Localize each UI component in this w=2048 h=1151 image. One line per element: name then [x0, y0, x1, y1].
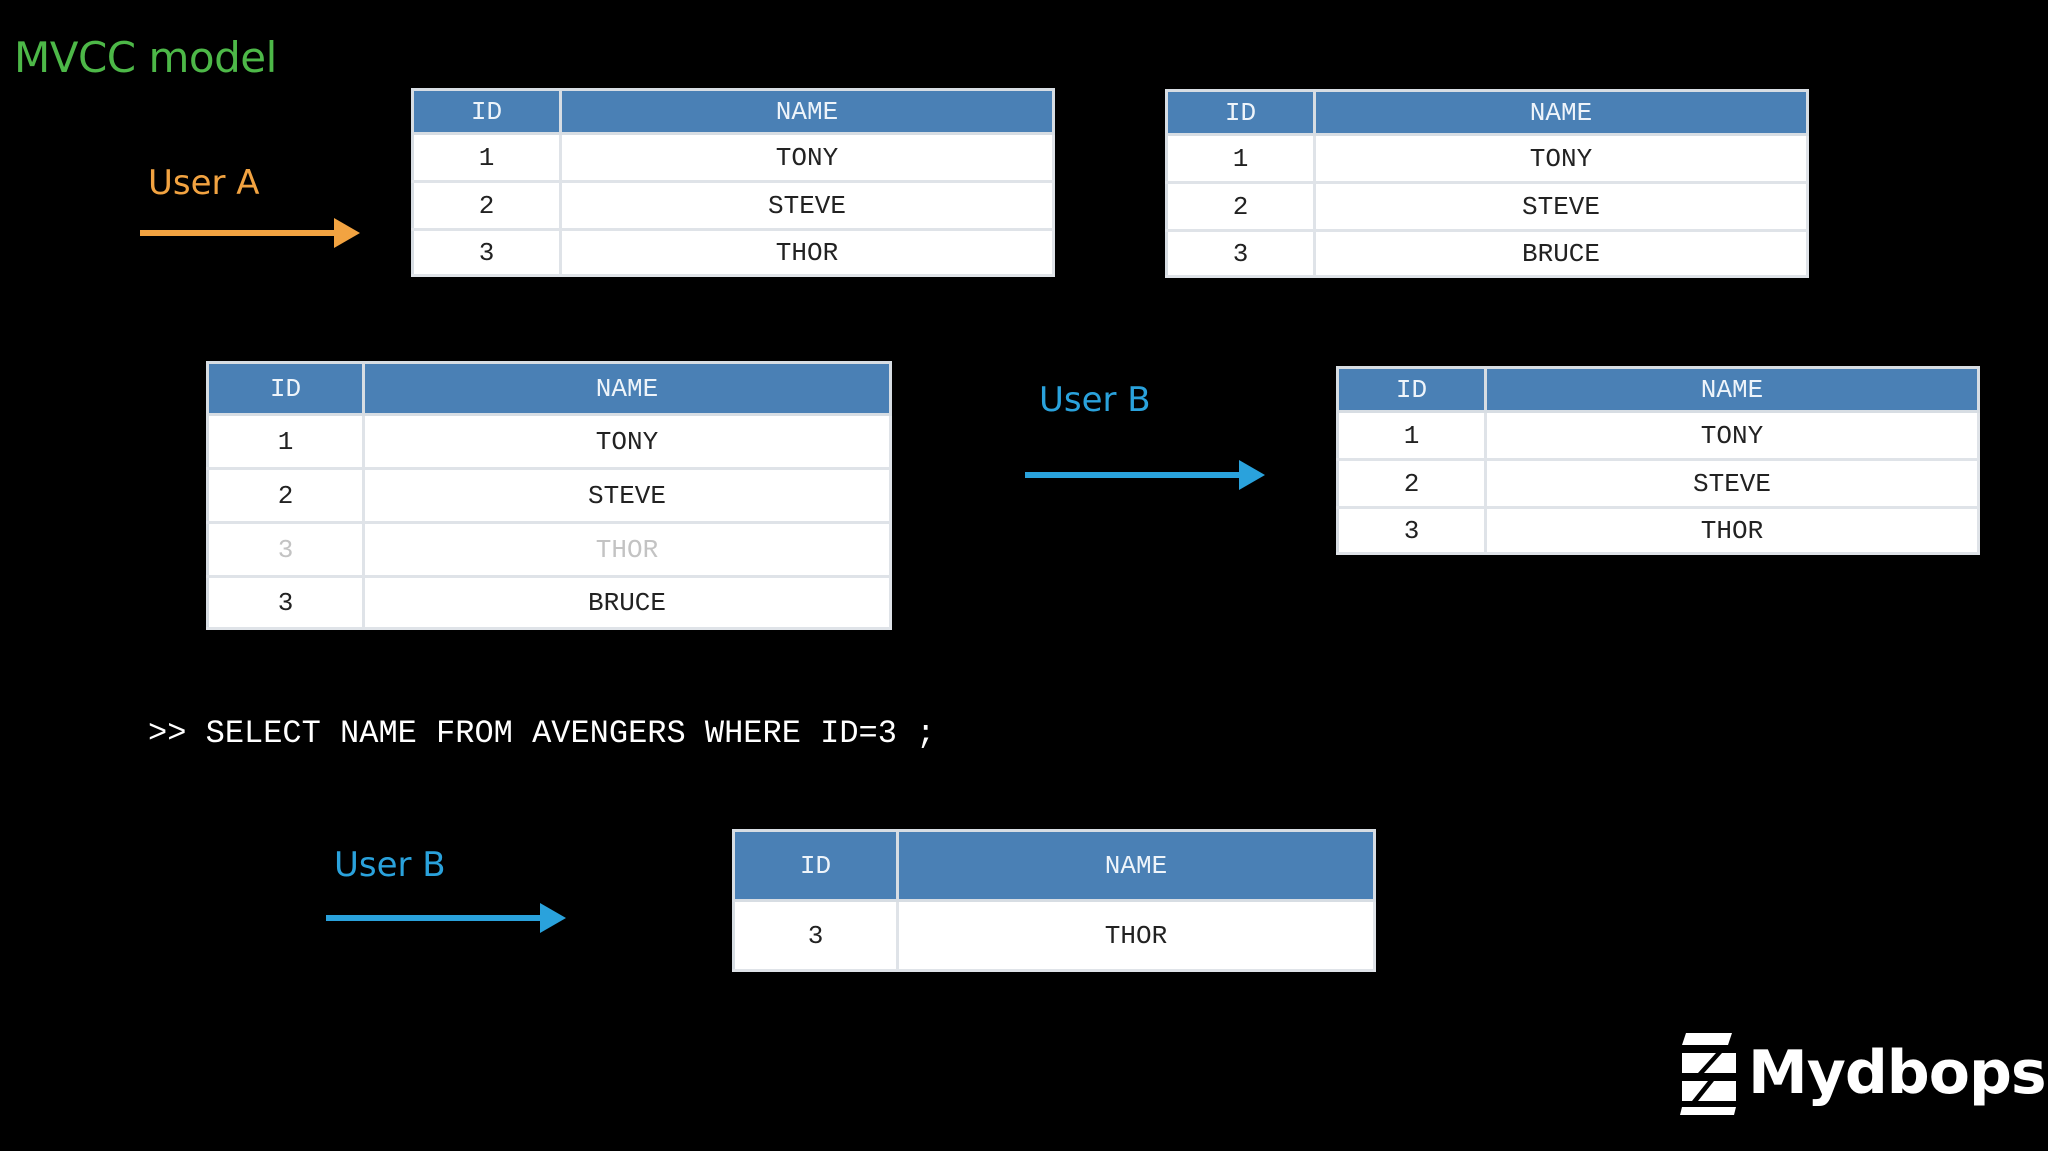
cell-id: 1: [412, 133, 562, 183]
mydbops-logo: Mydbops: [1678, 1025, 2047, 1120]
column-header-name: NAME: [1485, 367, 1980, 413]
cell-name: TONY: [1314, 134, 1809, 184]
cell-name: TONY: [1485, 411, 1980, 461]
column-header-name: NAME: [897, 830, 1376, 902]
user-b-label: User B: [1039, 380, 1151, 420]
table-row: 1 TONY: [1337, 411, 1980, 461]
slide-title: MVCC model: [14, 33, 277, 82]
table-middle-right: ID NAME 1 TONY 2 STEVE 3 THOR: [1336, 366, 1980, 555]
table-row: 1 TONY: [207, 414, 892, 470]
table-row: 3 BRUCE: [207, 576, 892, 630]
table-row-deleted-version: 3 THOR: [207, 522, 892, 578]
cell-id: 2: [412, 181, 562, 231]
cell-id: 3: [733, 900, 899, 972]
sql-query: >> SELECT NAME FROM AVENGERS WHERE ID=3 …: [148, 715, 936, 752]
user-a-arrow-icon: [140, 218, 360, 248]
cell-name: TONY: [363, 414, 892, 470]
table-row: 3 THOR: [1337, 507, 1980, 555]
column-header-name: NAME: [363, 362, 892, 416]
cell-id: 3: [412, 229, 562, 277]
cell-id: 3: [207, 522, 365, 578]
cell-id: 3: [1337, 507, 1487, 555]
cell-id: 2: [207, 468, 365, 524]
cell-name: STEVE: [363, 468, 892, 524]
table-row: 2 STEVE: [207, 468, 892, 524]
cell-name: THOR: [363, 522, 892, 578]
column-header-id: ID: [412, 89, 562, 135]
table-middle-left: ID NAME 1 TONY 2 STEVE 3 THOR 3 BRUCE: [206, 361, 892, 630]
user-a-label: User A: [148, 163, 260, 203]
table-row: 1 TONY: [412, 133, 1055, 183]
table-query-result: ID NAME 3 THOR: [732, 829, 1376, 972]
column-header-name: NAME: [560, 89, 1055, 135]
column-header-id: ID: [1337, 367, 1487, 413]
cell-id: 3: [1166, 230, 1316, 278]
cell-id: 1: [1337, 411, 1487, 461]
user-b-arrow-icon: [1025, 460, 1265, 490]
cell-name: STEVE: [560, 181, 1055, 231]
mydbops-logo-icon: [1680, 1032, 1736, 1115]
logo-text: Mydbops: [1748, 1037, 2047, 1108]
cell-id: 2: [1337, 459, 1487, 509]
column-header-id: ID: [1166, 90, 1316, 136]
column-header-name: NAME: [1314, 90, 1809, 136]
cell-name: TONY: [560, 133, 1055, 183]
cell-id: 1: [1166, 134, 1316, 184]
column-header-id: ID: [207, 362, 365, 416]
column-header-id: ID: [733, 830, 899, 902]
table-row: 3 THOR: [412, 229, 1055, 277]
cell-name: STEVE: [1485, 459, 1980, 509]
cell-name: THOR: [897, 900, 1376, 972]
table-row: 2 STEVE: [412, 181, 1055, 231]
table-row: 1 TONY: [1166, 134, 1809, 184]
cell-name: BRUCE: [363, 576, 892, 630]
cell-id: 3: [207, 576, 365, 630]
table-row: 2 STEVE: [1337, 459, 1980, 509]
table-top-right: ID NAME 1 TONY 2 STEVE 3 BRUCE: [1165, 89, 1809, 278]
table-row: 2 STEVE: [1166, 182, 1809, 232]
user-b-label-bottom: User B: [334, 845, 446, 885]
table-top-left: ID NAME 1 TONY 2 STEVE 3 THOR: [411, 88, 1055, 277]
user-b-arrow-bottom-icon: [326, 903, 566, 933]
table-row: 3 THOR: [733, 900, 1376, 972]
cell-name: THOR: [1485, 507, 1980, 555]
cell-name: THOR: [560, 229, 1055, 277]
cell-id: 1: [207, 414, 365, 470]
cell-name: BRUCE: [1314, 230, 1809, 278]
table-row: 3 BRUCE: [1166, 230, 1809, 278]
cell-name: STEVE: [1314, 182, 1809, 232]
cell-id: 2: [1166, 182, 1316, 232]
